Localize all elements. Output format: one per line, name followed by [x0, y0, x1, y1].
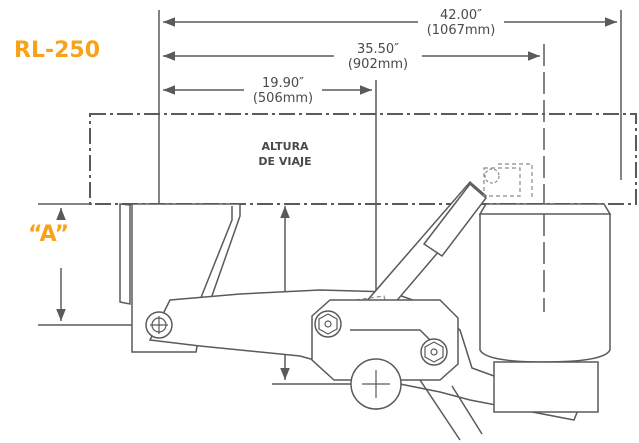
dimension-42-mm: (1067mm)	[427, 23, 496, 38]
air-spring-top-plate	[478, 203, 612, 215]
ride-height-label-line1: ALTURA	[261, 140, 309, 153]
shock-body	[422, 182, 488, 258]
model-label: RL-250	[14, 38, 101, 63]
front-seat-nut	[318, 313, 338, 335]
frame-rail-outline	[89, 113, 637, 205]
dimension-35-label-bg	[334, 40, 422, 74]
ride-height-label-line2: DE VIAJE	[258, 155, 311, 168]
shock-upper-mount	[484, 168, 500, 184]
dimension-35-inches: 35.50″	[357, 42, 399, 57]
dimension-19-inches: 19.90″	[262, 76, 304, 91]
dimension-42-label-bg	[418, 6, 504, 40]
shock-dashed-upper	[483, 163, 533, 200]
rear-seat-bolt-center	[430, 348, 438, 356]
dimension-19-label-bg	[244, 74, 322, 108]
hanger-bracket	[119, 203, 131, 305]
dimension-42-inches: 42.00″	[440, 8, 482, 23]
axle-seat	[311, 299, 459, 381]
rear-seat-nut	[424, 341, 444, 363]
dimension-a-label: “A”	[28, 222, 70, 247]
air-spring-piston	[493, 361, 599, 413]
dimension-35-mm: (902mm)	[348, 57, 408, 72]
dimension-19-mm: (506mm)	[253, 91, 313, 106]
trailing-arm-lower	[419, 379, 483, 441]
front-seat-bolt-center	[324, 320, 332, 328]
air-spring	[479, 207, 611, 363]
